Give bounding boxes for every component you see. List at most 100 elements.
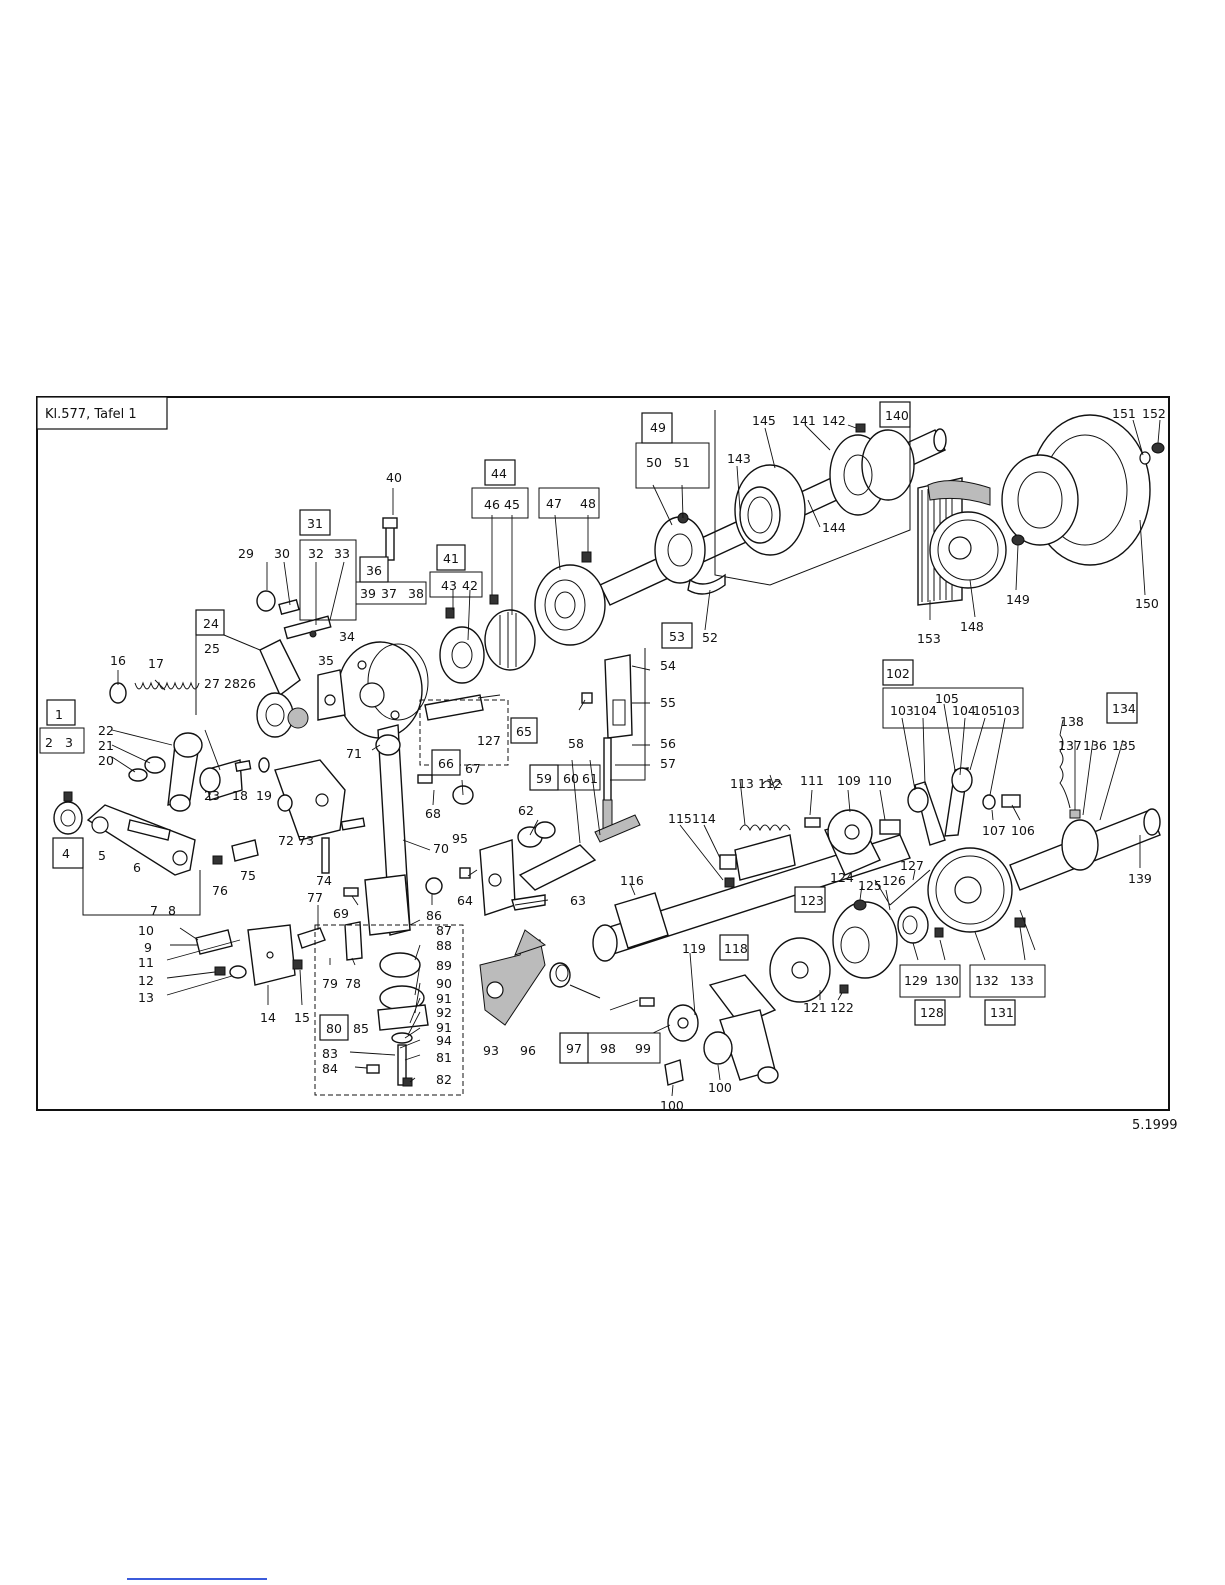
- label-102: 102: [886, 666, 910, 681]
- label-135: 135: [1112, 738, 1136, 753]
- label-110: 110: [868, 773, 892, 788]
- label-54: 54: [660, 658, 676, 673]
- screw-40: [385, 524, 395, 561]
- label-46: 46: [484, 497, 500, 512]
- label-111: 111: [800, 773, 824, 788]
- label-59: 59: [536, 771, 552, 786]
- label-98: 98: [600, 1041, 616, 1056]
- part-number-labels: 1 2 3 4 5 6 7 8 9 10 11 12 13 14 15 16 1…: [45, 406, 1166, 1113]
- label-28: 28: [224, 676, 240, 691]
- label-134: 134: [1112, 701, 1136, 716]
- label-83: 83: [322, 1046, 338, 1061]
- label-104b: 104: [952, 703, 976, 718]
- label-8: 8: [168, 903, 176, 918]
- label-36: 36: [366, 563, 382, 578]
- label-116: 116: [620, 873, 644, 888]
- label-62: 62: [518, 803, 534, 818]
- label-61: 61: [582, 771, 598, 786]
- label-86: 86: [426, 908, 442, 923]
- label-38: 38: [408, 586, 424, 601]
- label-56: 56: [660, 736, 676, 751]
- label-104a: 104: [913, 703, 937, 718]
- label-16: 16: [110, 653, 126, 668]
- label-99: 99: [635, 1041, 651, 1056]
- label-88: 88: [436, 938, 452, 953]
- label-105a: 105: [935, 691, 959, 706]
- label-25: 25: [204, 641, 220, 656]
- label-92: 92: [436, 1005, 452, 1020]
- label-91b: 91: [436, 1020, 452, 1035]
- label-145: 145: [752, 413, 776, 428]
- label-31: 31: [307, 516, 323, 531]
- label-106: 106: [1011, 823, 1035, 838]
- label-40: 40: [386, 470, 402, 485]
- label-143: 143: [727, 451, 751, 466]
- label-148: 148: [960, 619, 984, 634]
- guide-78: [344, 921, 363, 961]
- label-122: 122: [830, 1000, 854, 1015]
- label-64: 64: [457, 893, 473, 908]
- label-47: 47: [546, 496, 562, 511]
- label-18: 18: [232, 788, 248, 803]
- label-151: 151: [1112, 406, 1136, 421]
- label-43: 43: [441, 578, 457, 593]
- label-103a: 103: [890, 703, 914, 718]
- group-boxes: [39, 401, 1138, 1064]
- label-57: 57: [660, 756, 676, 771]
- label-132: 132: [975, 973, 999, 988]
- label-97: 97: [566, 1041, 582, 1056]
- label-140: 140: [885, 408, 909, 423]
- label-30: 30: [274, 546, 290, 561]
- label-89: 89: [436, 958, 452, 973]
- pin-9: [195, 929, 233, 955]
- label-5: 5: [98, 848, 106, 863]
- label-49: 49: [650, 420, 666, 435]
- label-121: 121: [803, 1000, 827, 1015]
- wire-138: [1059, 734, 1071, 809]
- label-128: 128: [920, 1005, 944, 1020]
- label-50: 50: [646, 455, 662, 470]
- label-126: 126: [882, 873, 906, 888]
- label-84: 84: [322, 1061, 338, 1076]
- label-107: 107: [982, 823, 1006, 838]
- cap: [256, 590, 276, 612]
- crank-arm: [86, 804, 196, 876]
- label-103b: 103: [996, 703, 1020, 718]
- label-124: 124: [830, 870, 854, 885]
- label-123: 123: [800, 893, 824, 908]
- label-125: 125: [858, 878, 882, 893]
- label-80: 80: [326, 1021, 342, 1036]
- label-73: 73: [298, 833, 314, 848]
- label-4: 4: [62, 846, 70, 861]
- bracket-73: [274, 759, 346, 841]
- label-37: 37: [381, 586, 397, 601]
- label-141: 141: [792, 413, 816, 428]
- label-13: 13: [138, 990, 154, 1005]
- bottom-link-underline[interactable]: [127, 1578, 267, 1580]
- label-82: 82: [436, 1072, 452, 1087]
- label-133: 133: [1010, 973, 1034, 988]
- label-100b: 100: [708, 1080, 732, 1095]
- bracket-93: [479, 939, 546, 1026]
- label-74: 74: [316, 873, 332, 888]
- label-9: 9: [144, 940, 152, 955]
- label-52: 52: [702, 630, 718, 645]
- label-93: 93: [483, 1043, 499, 1058]
- label-100a: 100: [660, 1098, 684, 1113]
- needle-bearing: [53, 801, 83, 835]
- label-153: 153: [917, 631, 941, 646]
- label-48: 48: [580, 496, 596, 511]
- label-65: 65: [516, 724, 532, 739]
- label-130: 130: [935, 973, 959, 988]
- label-29: 29: [238, 546, 254, 561]
- label-26: 26: [240, 676, 256, 691]
- label-44: 44: [491, 466, 507, 481]
- pin-75: [231, 839, 259, 862]
- label-142: 142: [822, 413, 846, 428]
- label-129: 129: [904, 973, 928, 988]
- label-136: 136: [1083, 738, 1107, 753]
- label-72: 72: [278, 833, 294, 848]
- label-11: 11: [138, 955, 154, 970]
- bevel-gear: [439, 626, 485, 684]
- label-45: 45: [504, 497, 520, 512]
